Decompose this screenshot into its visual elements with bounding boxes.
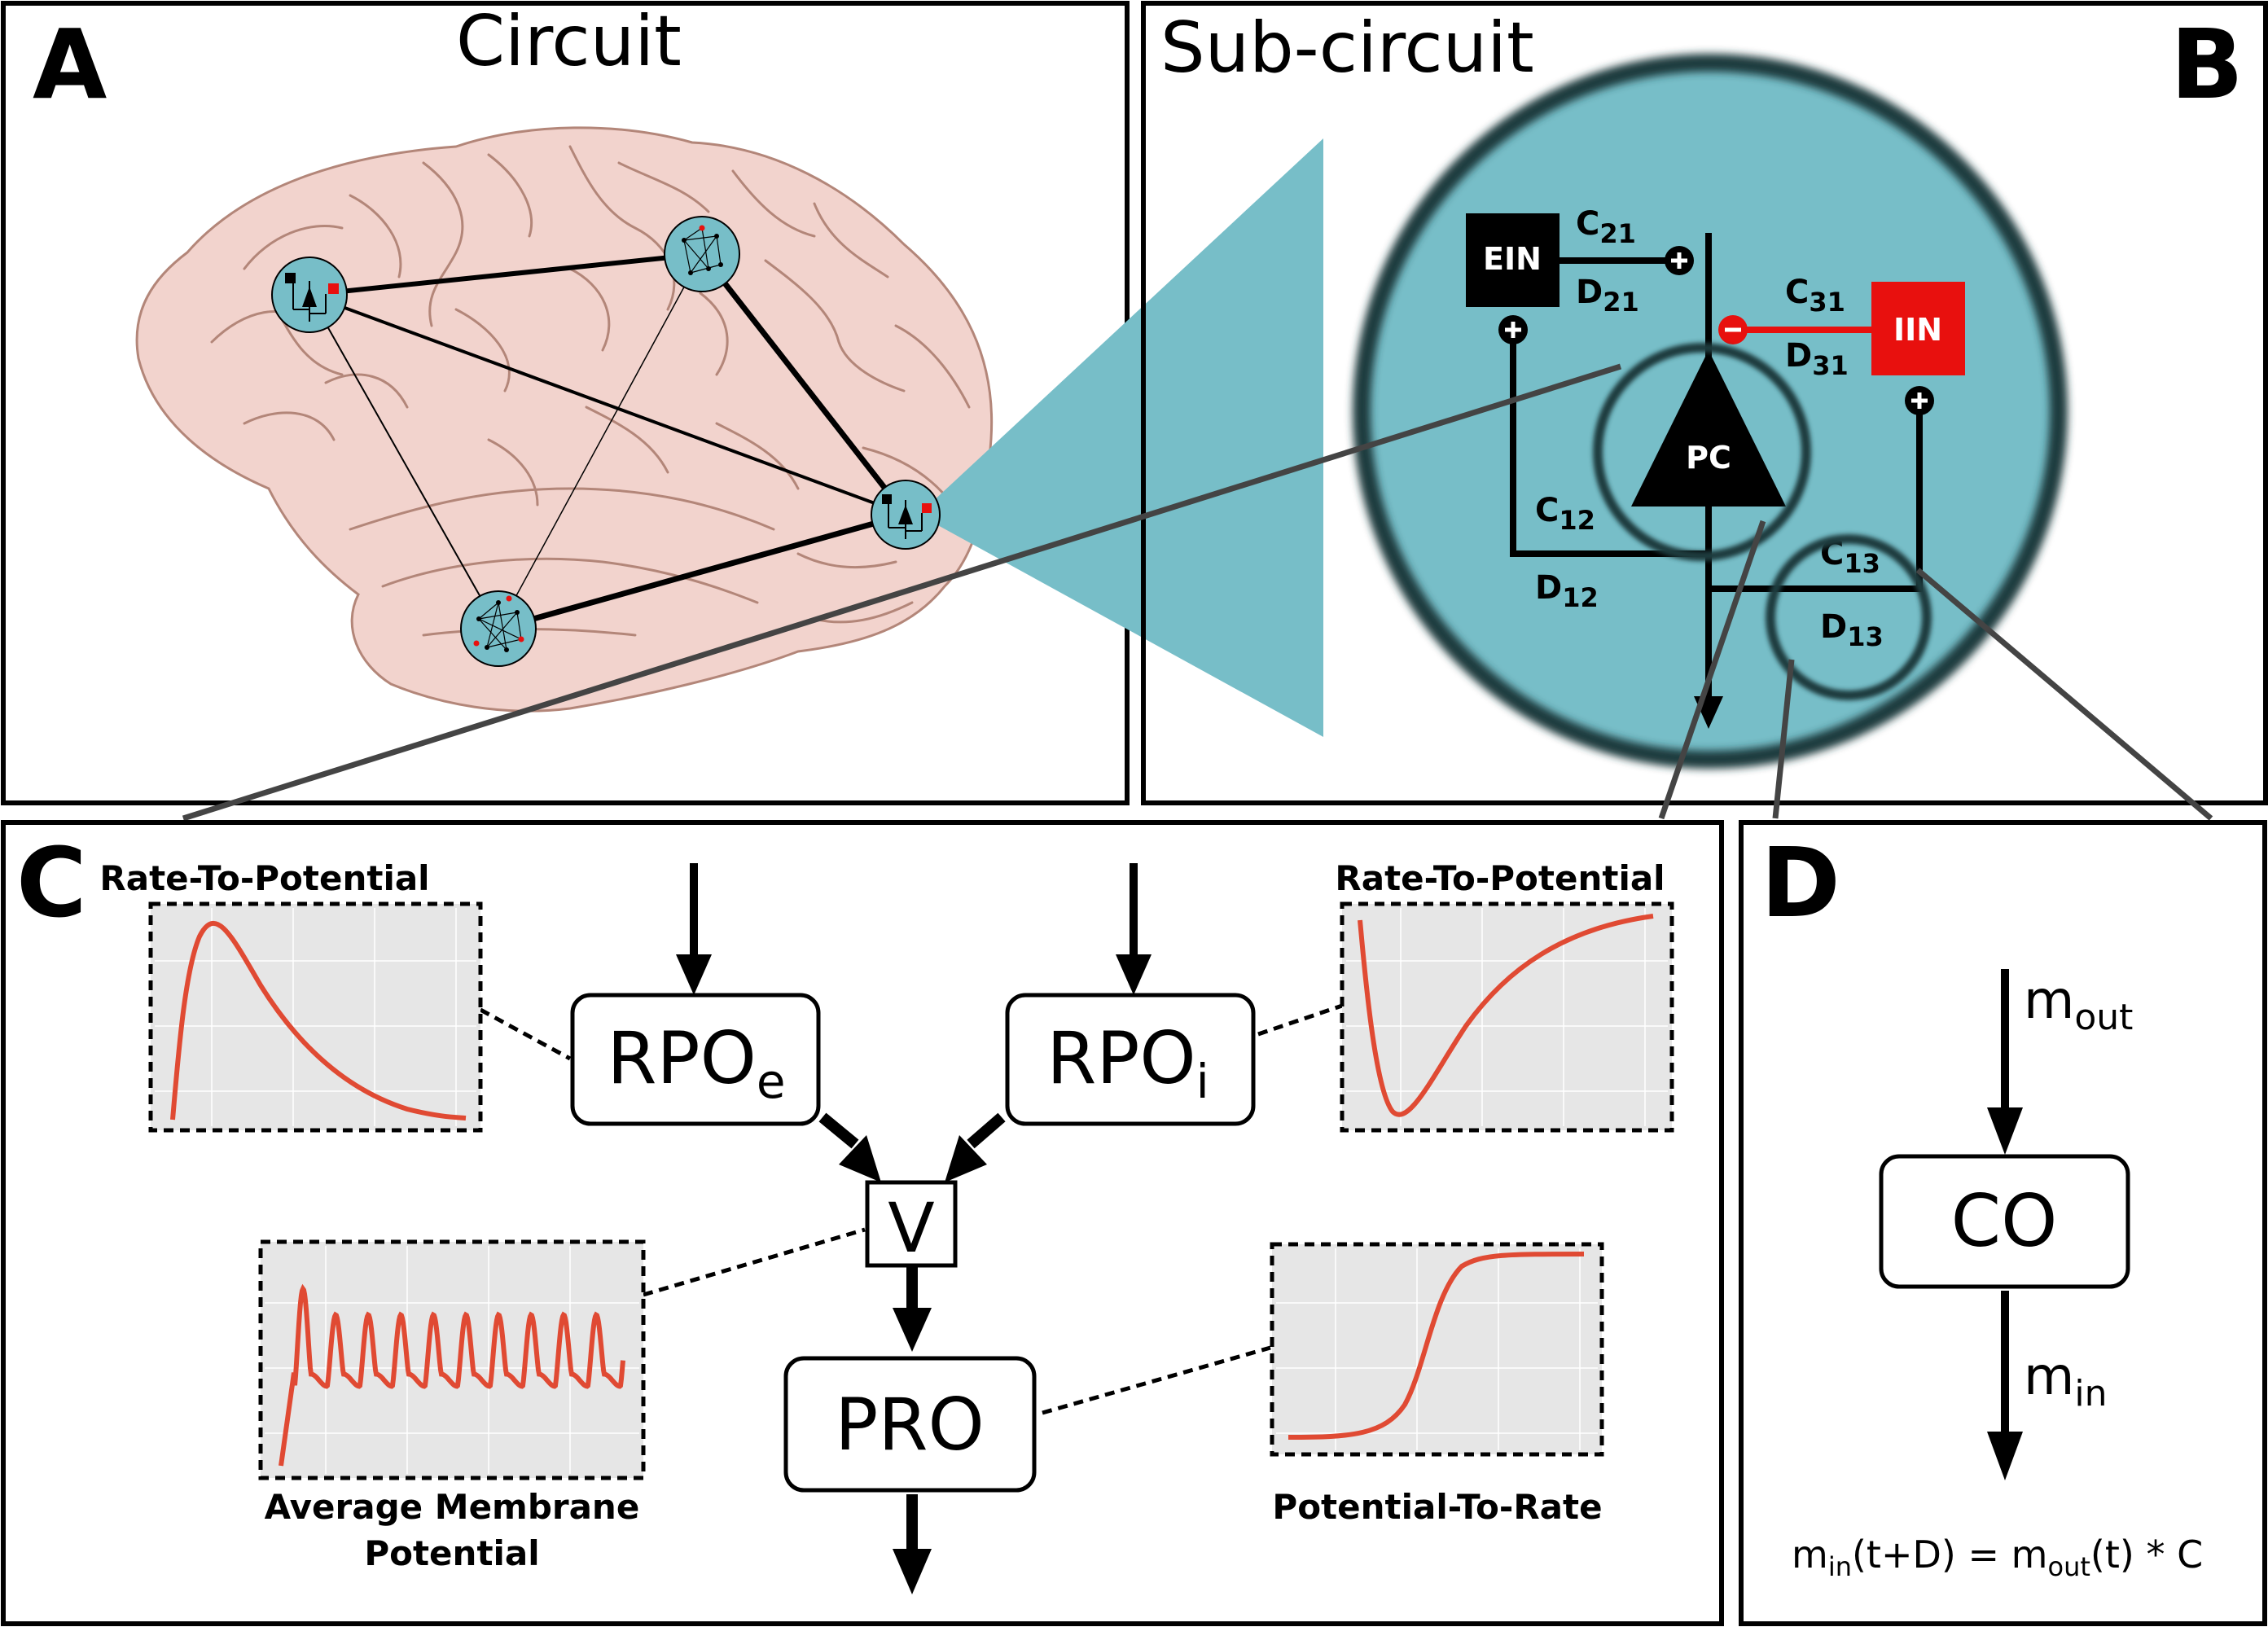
rpo-e-plot-frame xyxy=(148,901,483,1133)
m-out-arrowhead xyxy=(1987,1107,2023,1155)
membrane-plot-label-line1: Average Membrane xyxy=(265,1487,640,1527)
v-operator: V xyxy=(865,1180,958,1268)
zoom-projection xyxy=(919,138,1323,737)
panel-c-frame xyxy=(1,820,1724,1626)
rpo-i-operator: RPOi xyxy=(1005,993,1256,1126)
rpo-e-to-v-line xyxy=(818,1112,859,1149)
rpo-i-plot-grid xyxy=(1346,908,1668,1126)
connection-magnifier-ring xyxy=(1766,534,1932,700)
svg-text:PRO: PRO xyxy=(835,1383,984,1467)
rpo-i-kernel-curve xyxy=(1358,914,1654,1117)
svg-text:RPOi: RPOi xyxy=(1046,1016,1209,1109)
rpo-i-to-v-arrowhead xyxy=(945,1135,987,1182)
rpo-e-kernel-curve xyxy=(170,921,467,1120)
rpo-i-plot-label: Rate-To-Potential xyxy=(1335,858,1665,898)
membrane-plot-label-line2: Potential xyxy=(364,1533,539,1573)
rpo-e-to-v-arrowhead xyxy=(839,1135,881,1182)
membrane-plot-frame xyxy=(258,1239,646,1480)
d13-label: D13 xyxy=(1820,608,1884,652)
svg-text:V: V xyxy=(888,1188,934,1268)
rpo-e-plot-label: Rate-To-Potential xyxy=(99,858,429,898)
c21-label: C21 xyxy=(1576,205,1636,249)
rpo-i-input-arrowhead xyxy=(1116,954,1152,995)
iin-label: IIN xyxy=(1893,312,1942,348)
pro-operator: PRO xyxy=(783,1356,1037,1493)
network-edges xyxy=(307,251,909,632)
pro-plot-frame xyxy=(1270,1242,1604,1457)
network-node-2 xyxy=(664,216,740,292)
rpo-e-plot-grid xyxy=(155,908,476,1126)
ein-label: EIN xyxy=(1483,241,1542,277)
membrane-potential-trace xyxy=(279,1283,625,1467)
m-in-arrowhead xyxy=(1987,1432,2023,1480)
pc-label: PC xyxy=(1686,440,1731,476)
connectivity-labels: C21 D21 C31 D31 C12 D12 C13 D13 xyxy=(1535,205,1884,652)
c31-label: C31 xyxy=(1785,274,1845,318)
magnifier-rim xyxy=(1353,54,2068,769)
sigmoid-curve xyxy=(1288,1252,1585,1440)
d31-label: D31 xyxy=(1785,337,1849,381)
panel-b-frame xyxy=(1141,1,2268,805)
input-arrows xyxy=(690,863,1138,959)
pc-triangle xyxy=(1631,350,1786,507)
pro-plot-grid xyxy=(1276,1248,1598,1450)
ein-box xyxy=(1466,213,1560,307)
rpo-e-input-arrowhead xyxy=(676,954,712,995)
network-node-3 xyxy=(871,480,941,550)
svg-text:CO: CO xyxy=(1951,1179,2058,1263)
network-node-1 xyxy=(271,257,348,333)
pc-magnifier-ring xyxy=(1593,343,1811,561)
network-node-4 xyxy=(460,590,537,667)
panel-a-letter: A xyxy=(33,8,107,121)
zoom-lines xyxy=(182,363,2213,822)
excitatory-marker-iin xyxy=(1905,386,1934,415)
pro-output-arrowhead xyxy=(893,1549,932,1594)
panel-b-letter: B xyxy=(2170,8,2244,121)
d12-label: D12 xyxy=(1535,569,1599,613)
rpo-e-operator: RPOe xyxy=(570,993,821,1126)
plot-connectors xyxy=(479,1003,1343,1415)
rpo-i-plot-frame xyxy=(1340,901,1674,1133)
delay-equation: min(t+D) = mout(t) * C xyxy=(1792,1533,2203,1582)
inhibitory-marker-pc xyxy=(1718,315,1748,344)
excitatory-marker-pc xyxy=(1665,246,1694,275)
iin-box xyxy=(1871,282,1965,375)
m-in-label: min xyxy=(2024,1347,2107,1414)
d21-label: D21 xyxy=(1576,274,1639,318)
panel-d-letter: D xyxy=(1761,827,1840,939)
rpo-i-to-v-line xyxy=(967,1112,1006,1149)
excitatory-marker-ein xyxy=(1498,315,1528,344)
panel-b-title: Sub-circuit xyxy=(1160,7,1534,89)
co-operator: CO xyxy=(1879,1154,2130,1289)
c12-label: C12 xyxy=(1535,492,1595,536)
panel-a-title: Circuit xyxy=(456,1,682,82)
brain-illustration xyxy=(135,126,994,713)
panel-c-letter: C xyxy=(16,827,87,939)
svg-text:RPOe: RPOe xyxy=(607,1016,785,1109)
m-out-label: mout xyxy=(2024,971,2133,1038)
v-to-pro-arrowhead xyxy=(893,1308,932,1352)
panel-d-frame xyxy=(1739,820,2267,1626)
pro-plot-label: Potential-To-Rate xyxy=(1272,1487,1602,1527)
